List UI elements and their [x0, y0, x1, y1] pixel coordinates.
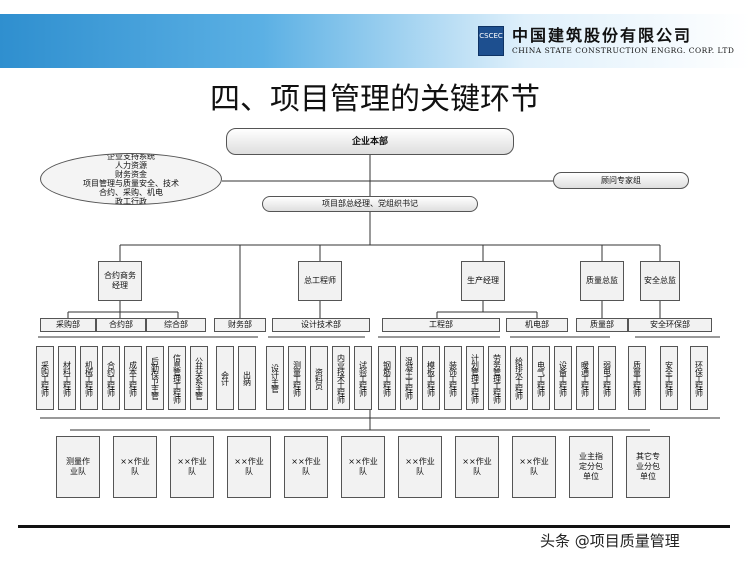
team-box: ××作业队 [398, 436, 442, 498]
engineer-box: 采购工程师 [36, 346, 54, 410]
engineer-box: 测量工程师 [288, 346, 306, 410]
watermark: 头条 @项目质量管理 [540, 532, 680, 550]
team-box: ××作业队 [341, 436, 385, 498]
engineer-box: 会计 [216, 346, 234, 410]
team-box: ××作业队 [455, 436, 499, 498]
engineer-box: 内业技术工程师 [332, 346, 350, 410]
engineer-box: 安全工程师 [660, 346, 678, 410]
dept-contract: 合约部 [96, 318, 146, 332]
engineer-box: 公共关系主管 [190, 346, 208, 410]
engineer-box: 给排水工程师 [510, 346, 528, 410]
engineer-box: 出纳 [238, 346, 256, 410]
support-system-node: 企业支持系统 人力资源 财务资金 项目管理与质量安全、技术 合约、采购、机电 政… [40, 153, 222, 205]
dept-safety-env: 安全环保部 [628, 318, 712, 332]
engineer-box: 混凝土工程师 [400, 346, 418, 410]
manager-chief-engineer: 总工程师 [298, 261, 342, 301]
dept-design-tech: 设计技术部 [272, 318, 370, 332]
team-box: 业主指定分包单位 [569, 436, 613, 498]
engineer-box: 质量工程师 [628, 346, 646, 410]
engineer-box: 模板工程师 [422, 346, 440, 410]
footer-divider [18, 525, 730, 528]
dept-engineering: 工程部 [382, 318, 500, 332]
page-title: 四、项目管理的关键环节 [210, 82, 540, 117]
team-box: ××作业队 [284, 436, 328, 498]
project-manager-node: 项目部总经理、党组织书记 [262, 196, 478, 212]
engineer-box: 劳务管理工程师 [488, 346, 506, 410]
team-box: ××作业队 [227, 436, 271, 498]
engineer-box: 后勤保卫主管 [146, 346, 164, 410]
dept-quality: 质量部 [576, 318, 628, 332]
engineer-box: 设备工程师 [554, 346, 572, 410]
engineer-box: 设计主管 [266, 346, 284, 410]
engineer-box: 暖通工程师 [576, 346, 594, 410]
team-box: 其它专业分包单位 [626, 436, 670, 498]
engineer-box: 材料工程师 [58, 346, 76, 410]
engineer-box: 弱电工程师 [598, 346, 616, 410]
engineer-box: 装饰工程师 [444, 346, 462, 410]
logo-text: CSCEC [479, 32, 503, 40]
manager-quality: 质量总监 [580, 261, 624, 301]
header-banner [0, 14, 750, 68]
hq-node: 企业本部 [226, 128, 514, 155]
dept-general: 综合部 [146, 318, 206, 332]
engineer-box: 合约工程师 [102, 346, 120, 410]
company-name-cn: 中国建筑股份有限公司 [512, 26, 693, 45]
dept-mep: 机电部 [506, 318, 568, 332]
engineer-box: 试验工程师 [354, 346, 372, 410]
engineer-box: 机械工程师 [80, 346, 98, 410]
manager-production: 生产经理 [461, 261, 505, 301]
advisors-node: 顾问专家组 [553, 172, 689, 189]
team-box: ××作业队 [512, 436, 556, 498]
engineer-box: 资料员 [310, 346, 328, 410]
team-box: ××作业队 [170, 436, 214, 498]
manager-safety: 安全总监 [640, 261, 680, 301]
company-logo-icon: CSCEC [478, 26, 504, 56]
engineer-box: 环保工程师 [690, 346, 708, 410]
dept-finance: 财务部 [214, 318, 266, 332]
engineer-box: 计划管理工程师 [466, 346, 484, 410]
engineer-box: 电气工程师 [532, 346, 550, 410]
engineer-box: 信息管理工程师 [168, 346, 186, 410]
team-box: 测量作业队 [56, 436, 100, 498]
manager-contract: 合约商务经理 [98, 261, 142, 301]
company-name-en: CHINA STATE CONSTRUCTION ENGRG. CORP. LT… [512, 46, 735, 55]
team-box: ××作业队 [113, 436, 157, 498]
engineer-box: 钢筋工程师 [378, 346, 396, 410]
engineer-box: 成本工程师 [124, 346, 142, 410]
dept-procurement: 采购部 [40, 318, 96, 332]
